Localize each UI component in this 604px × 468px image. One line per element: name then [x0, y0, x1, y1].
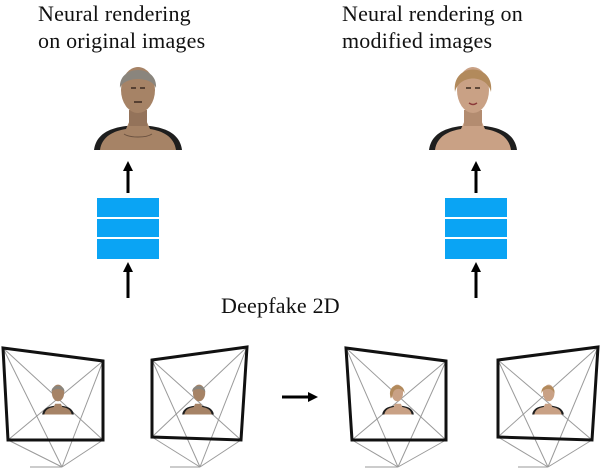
- rendered-head-modified-icon: [429, 67, 517, 150]
- neural-network-block-left-icon: [97, 198, 159, 259]
- caption-neural-rendering-original: Neural rendering on original images: [38, 0, 205, 54]
- caption-left-line-2: on original images: [38, 28, 206, 53]
- camera-frame-modified-1-icon: [344, 346, 448, 468]
- camera-frame-modified-2-icon: [496, 345, 600, 468]
- rendered-head-original-icon: [94, 67, 182, 150]
- caption-left-line-1: Neural rendering: [38, 1, 191, 26]
- caption-right-line-1: Neural rendering on: [342, 1, 523, 26]
- caption-neural-rendering-modified: Neural rendering on modified images: [342, 0, 523, 54]
- camera-frame-original-1-icon: [1, 346, 105, 468]
- neural-network-block-right-icon: [445, 198, 507, 259]
- caption-right-line-2: modified images: [342, 28, 493, 53]
- camera-frame-original-2-icon: [150, 345, 249, 468]
- caption-deepfake-2d: Deepfake 2D: [221, 293, 340, 318]
